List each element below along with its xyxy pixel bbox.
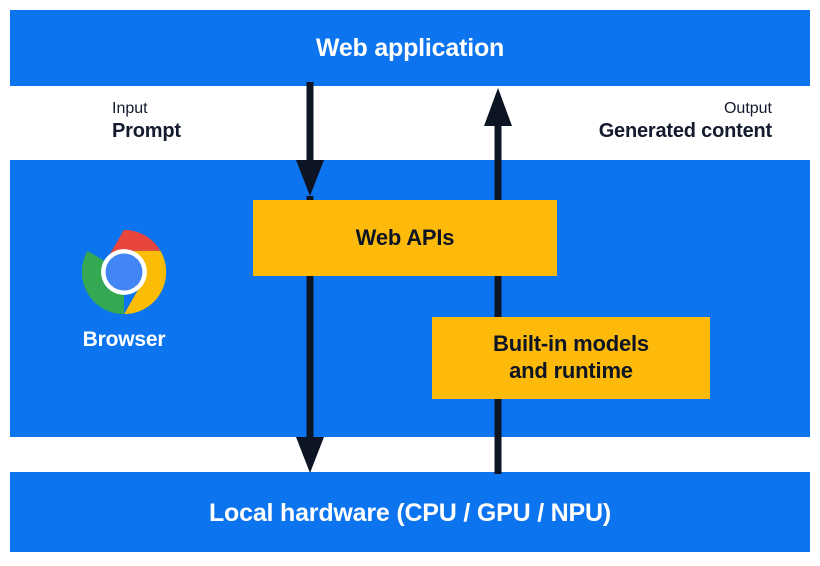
layer-local-hardware-title: Local hardware (CPU / GPU / NPU): [208, 499, 611, 527]
chrome-logo-red-sector: [105, 229, 161, 262]
box-builtin-models: Built-in models and runtime: [432, 317, 710, 399]
chrome-logo-blue-core: [105, 253, 143, 291]
flow-label-input-value: Prompt: [112, 119, 181, 142]
flow-label-input-kicker: Input: [112, 100, 148, 117]
layer-web-application-title: Web application: [315, 34, 505, 62]
box-builtin-models-label-line2: and runtime: [509, 358, 633, 383]
layer-web-application: Web application: [10, 10, 810, 86]
flow-label-output-value: Generated content: [598, 119, 773, 142]
layer-local-hardware: Local hardware (CPU / GPU / NPU): [10, 472, 810, 552]
chrome-logo-yellow-sector: [124, 250, 167, 315]
box-web-apis-label: Web APIs: [355, 224, 455, 250]
browser-badge: Browser: [60, 228, 188, 352]
box-builtin-models-label-line1: Built-in models: [493, 331, 649, 357]
box-builtin-models-label: Built-in models and runtime: [493, 331, 649, 385]
flow-label-output-kicker: Output: [723, 100, 772, 117]
chrome-logo-icon: [81, 229, 167, 315]
flow-label-output: Output Generated content: [598, 99, 773, 143]
chrome-logo-green-sector: [81, 250, 124, 315]
browser-caption: Browser: [82, 328, 166, 351]
flow-label-input: Input Prompt: [112, 99, 181, 143]
box-web-apis: Web APIs: [253, 200, 557, 276]
